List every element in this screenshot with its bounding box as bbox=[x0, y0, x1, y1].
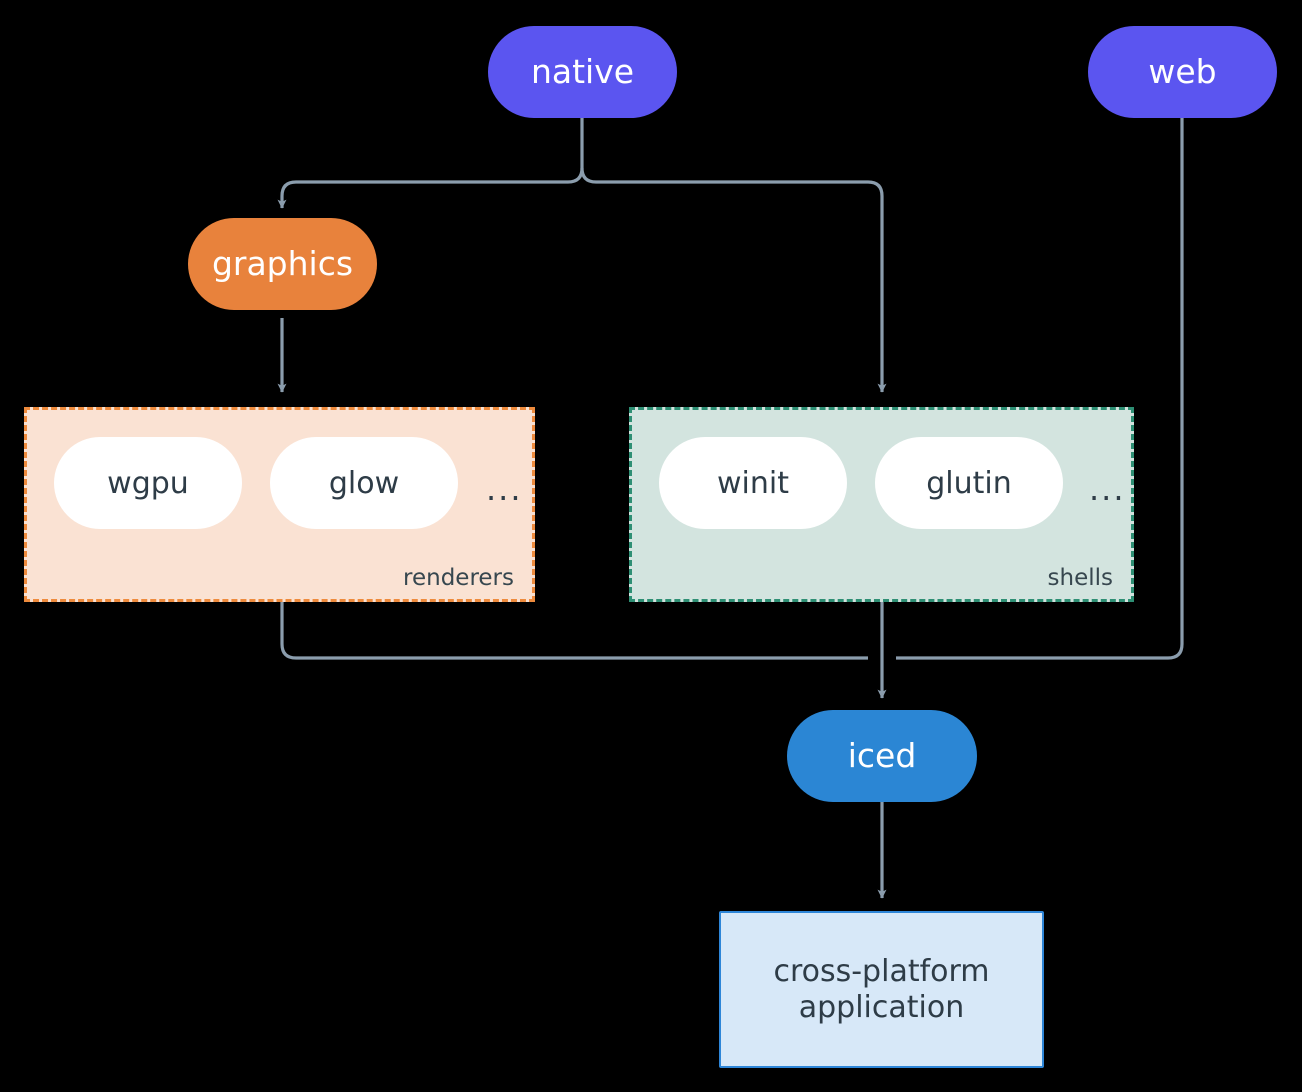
shells-overflow-ellipsis: ... bbox=[1089, 470, 1126, 508]
leaf-glow[interactable]: glow bbox=[270, 437, 458, 529]
group-shells-label: shells bbox=[1047, 565, 1113, 591]
node-web-label: web bbox=[1148, 52, 1217, 92]
edge-native-graphics bbox=[277, 167, 584, 209]
node-application[interactable]: cross-platform application bbox=[719, 911, 1044, 1068]
edge-native-shells bbox=[580, 167, 887, 393]
node-application-line2: application bbox=[798, 989, 965, 1025]
leaf-glow-label: glow bbox=[328, 465, 400, 501]
leaf-winit[interactable]: winit bbox=[659, 437, 847, 529]
node-iced[interactable]: iced bbox=[787, 710, 977, 802]
node-application-line1: cross-platform bbox=[773, 953, 990, 989]
renderers-overflow-ellipsis: ... bbox=[486, 470, 523, 508]
node-graphics[interactable]: graphics bbox=[188, 218, 377, 310]
node-native-label: native bbox=[530, 52, 635, 92]
leaf-glutin[interactable]: glutin bbox=[875, 437, 1063, 529]
group-renderers: wgpu glow ... renderers bbox=[24, 407, 535, 602]
leaf-wgpu[interactable]: wgpu bbox=[54, 437, 242, 529]
node-iced-label: iced bbox=[847, 736, 917, 776]
node-graphics-label: graphics bbox=[211, 244, 354, 284]
leaf-winit-label: winit bbox=[717, 465, 789, 501]
edge-renderers-iced bbox=[280, 602, 868, 660]
edge-web-iced bbox=[896, 118, 1184, 660]
node-native[interactable]: native bbox=[488, 26, 677, 118]
group-shells: winit glutin ... shells bbox=[629, 407, 1134, 602]
group-renderers-label: renderers bbox=[403, 565, 514, 591]
leaf-wgpu-label: wgpu bbox=[107, 465, 189, 501]
leaf-glutin-label: glutin bbox=[926, 465, 1012, 501]
node-web[interactable]: web bbox=[1088, 26, 1277, 118]
